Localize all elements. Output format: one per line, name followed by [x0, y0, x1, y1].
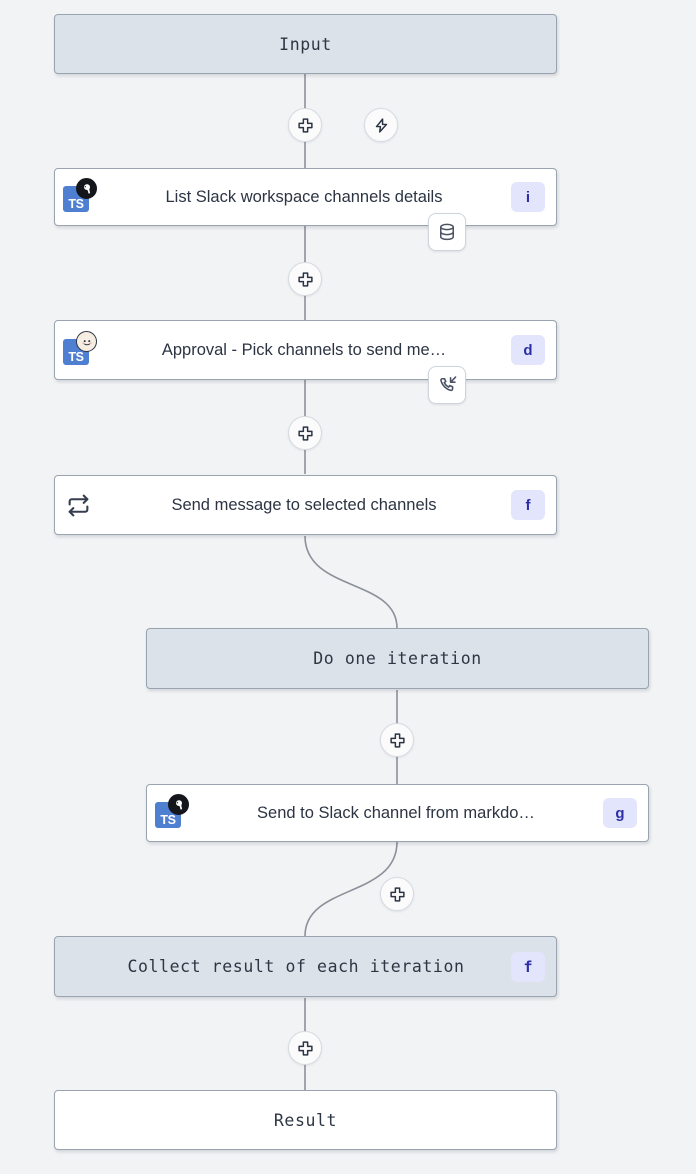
node-language-icon: TS	[55, 178, 101, 212]
node-send-to-slack-markdown[interactable]: TS Send to Slack channel from markdo… g	[146, 784, 649, 842]
node-collect-result-label: Collect result of each iteration	[127, 957, 465, 976]
add-trigger-button[interactable]	[364, 108, 398, 142]
node-result-label: Result	[273, 1110, 338, 1130]
node-list-slack-channels[interactable]: TS List Slack workspace channels details…	[54, 168, 557, 226]
deno-dino-glyph	[80, 182, 93, 195]
node-for-loop-label: Send message to selected channels	[171, 495, 437, 514]
node-approval-label: Approval - Pick channels to send me…	[161, 340, 447, 359]
node-input[interactable]: Input	[54, 14, 557, 74]
node-do-one-iteration-label: Do one iteration	[313, 649, 482, 668]
plus-icon	[297, 271, 313, 287]
node-list-slack-channels-badge[interactable]: i	[511, 182, 545, 212]
approval-face-icon	[76, 331, 97, 352]
node-for-loop[interactable]: Send message to selected channels f	[54, 475, 557, 535]
bolt-icon	[375, 117, 387, 133]
node-input-label: Input	[279, 34, 332, 54]
edge-forloop-to-iteration	[304, 535, 398, 629]
deno-dino-glyph	[172, 798, 185, 811]
add-step-button-1[interactable]	[288, 108, 322, 142]
plus-icon	[297, 117, 313, 133]
loop-icon	[68, 494, 88, 516]
node-approval[interactable]: TS Approval - Pick channels to send me… …	[54, 320, 557, 380]
baby-face-glyph	[79, 334, 94, 349]
node-collect-result-badge[interactable]: f	[511, 951, 545, 982]
plus-icon	[389, 732, 405, 748]
node-language-icon: TS	[147, 794, 193, 828]
node-approval-badge[interactable]: d	[511, 335, 545, 365]
plus-icon	[389, 886, 405, 902]
deno-icon	[76, 178, 97, 199]
add-step-button-3[interactable]	[288, 416, 322, 450]
node-collect-result[interactable]: Collect result of each iteration f	[54, 936, 557, 997]
database-icon-button[interactable]	[428, 213, 466, 251]
phone-incoming-icon	[439, 375, 456, 391]
add-step-button-4[interactable]	[380, 723, 414, 757]
node-result[interactable]: Result	[54, 1090, 557, 1150]
node-loop-icon-wrap	[55, 493, 101, 518]
add-step-button-2[interactable]	[288, 262, 322, 296]
plus-icon	[297, 425, 313, 441]
deno-icon	[168, 794, 189, 815]
phone-incoming-icon-button[interactable]	[428, 366, 466, 404]
database-icon	[440, 223, 454, 241]
add-step-button-6[interactable]	[288, 1031, 322, 1065]
node-list-slack-channels-label: List Slack workspace channels details	[165, 187, 443, 206]
plus-icon	[297, 1040, 313, 1056]
add-step-button-5[interactable]	[380, 877, 414, 911]
node-send-to-slack-markdown-badge[interactable]: g	[603, 798, 637, 828]
node-do-one-iteration[interactable]: Do one iteration	[146, 628, 649, 689]
node-language-icon: TS	[55, 331, 101, 365]
node-send-to-slack-markdown-label: Send to Slack channel from markdo…	[257, 803, 535, 822]
node-for-loop-badge[interactable]: f	[511, 490, 545, 520]
